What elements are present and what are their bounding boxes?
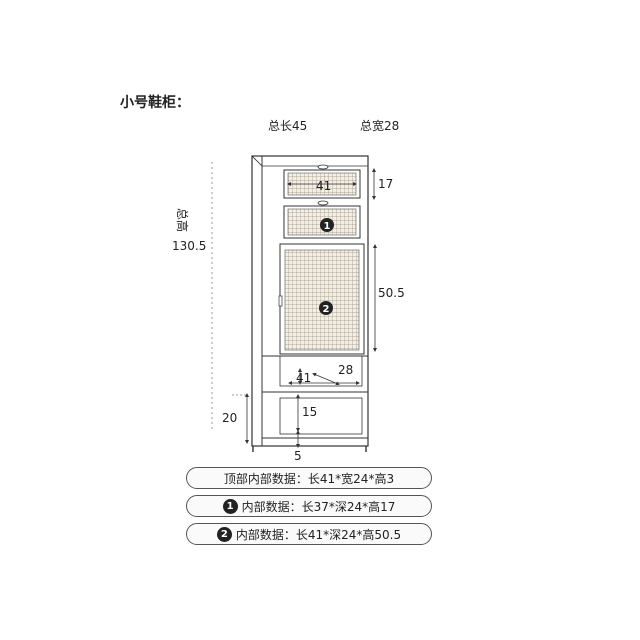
door-height-label: 50.5 xyxy=(378,286,405,300)
drawer-handle-icon xyxy=(317,164,329,170)
drawer-height-label: 17 xyxy=(378,177,393,191)
total-length-label: 总长45 xyxy=(268,119,307,133)
spec-one: 1 内部数据：长37*深24*高17 xyxy=(186,495,432,517)
total-width-label: 总宽28 xyxy=(360,118,399,133)
spec-top-text: 顶部内部数据：长41*宽24*高3 xyxy=(223,471,395,486)
shelf-width-label: 41 xyxy=(296,371,311,385)
door-hinge-icon xyxy=(278,295,283,307)
spec-one-badge: 1 xyxy=(222,498,238,514)
badge-one-icon xyxy=(320,218,334,232)
total-height-value: 130.5 xyxy=(172,239,206,253)
drawer-width-label: 41 xyxy=(316,179,331,193)
badge-two-icon xyxy=(319,301,333,315)
shelf-depth-label: 28 xyxy=(338,363,353,377)
top-drawer: 41 xyxy=(283,164,361,199)
base-height-label: 5 xyxy=(294,449,302,463)
leg-height-label: 20 xyxy=(222,411,237,425)
spec-two: 2 内部数据：长41*深24*高50.5 xyxy=(186,523,432,545)
badge-two-number: 2 xyxy=(323,304,330,315)
total-height-label: 总高 xyxy=(175,208,190,232)
shelf-gap-label: 15 xyxy=(302,405,317,419)
spec-one-text: 内部数据：长37*深24*高17 xyxy=(241,499,396,514)
page-title: 小号鞋柜： xyxy=(120,95,190,111)
spec-two-badge: 2 xyxy=(216,526,232,542)
badge-one-number: 1 xyxy=(324,221,331,232)
drawer-handle-icon xyxy=(317,200,329,206)
second-drawer: 1 xyxy=(283,200,361,239)
spec-two-text: 内部数据：长41*深24*高50.5 xyxy=(235,527,402,542)
cabinet-door: 2 xyxy=(278,243,365,355)
spec-top: 顶部内部数据：长41*宽24*高3 xyxy=(186,467,432,489)
open-shelves xyxy=(262,355,368,439)
